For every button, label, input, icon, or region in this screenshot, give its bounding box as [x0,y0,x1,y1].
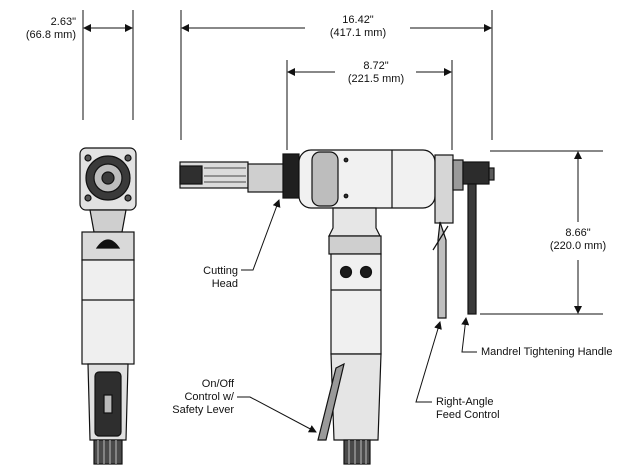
front-motor-body [81,259,135,365]
callout-right-angle-line1: Right-Angle [436,396,494,408]
leader-right-angle [415,321,442,403]
rear-cap [452,159,464,191]
bolt-icon [84,194,92,202]
cutting-head-tip [179,165,203,185]
bolt-icon [124,194,132,202]
dimension-lines [82,10,603,315]
dim-width-mm: (66.8 mm) [25,29,76,41]
dim-width-inches: 2.63" [50,16,76,28]
handle-collar [328,235,382,255]
callout-onoff-line3: Safety Lever [172,404,234,416]
handle-grip [330,253,382,355]
dim-height-inches: 8.66" [565,227,591,239]
front-view [79,147,137,465]
front-collar-window [95,239,121,249]
mandrel-tightening-handle [467,183,477,315]
bolt-icon [84,154,92,162]
cutting-head-clamp [282,153,300,199]
leader-cutting-head [241,199,281,271]
gear-housing [311,151,339,207]
front-trigger [103,394,113,414]
callout-mandrel-handle: Mandrel Tightening Handle [481,346,613,358]
handle-neck [328,207,381,237]
callout-onoff-line1: On/Off [201,378,234,390]
right-angle-feed-lever [437,221,447,319]
bolt-icon [124,154,132,162]
callout-right-angle-line2: Feed Control [436,409,500,421]
front-air-inlet [93,439,123,465]
callout-cutting-head-line2: Head [211,278,238,290]
rear-feed-unit [434,154,454,224]
dim-body-mm: (221.5 mm) [347,73,405,85]
front-mandrel-center [101,171,115,185]
feed-linkage [432,225,449,251]
dim-length-mm: (417.1 mm) [329,27,387,39]
dim-body-inches: 8.72" [363,60,389,72]
side-view [179,149,495,465]
leader-onoff [237,396,317,433]
mandrel-nut [462,161,490,185]
safety-lever [317,362,345,441]
screw-icon [359,265,373,279]
dim-length-inches: 16.42" [342,14,374,26]
dim-height-mm: (220.0 mm) [549,240,607,252]
mandrel-end [488,167,495,181]
callout-onoff-line2: Control w/ [184,391,234,403]
leader-mandrel [461,317,477,353]
callout-cutting-head-line1: Cutting [203,265,238,277]
screw-icon [339,265,353,279]
front-neck [89,209,127,233]
cutting-head-holder [247,163,289,193]
leader-lines [237,199,477,433]
